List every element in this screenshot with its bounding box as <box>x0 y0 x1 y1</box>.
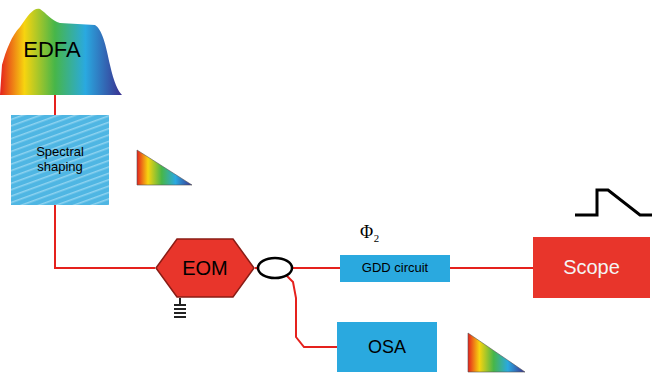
node-text: GDD circuit <box>362 261 428 276</box>
spectrum-wedge <box>137 150 192 185</box>
bias-terminal <box>174 298 186 317</box>
parameter-label: Φ₂ <box>360 222 379 243</box>
instrument-box: OSA <box>337 322 437 372</box>
fiber-link <box>55 205 155 268</box>
process-box: Spectral shaping <box>11 115 109 205</box>
node-text: EDFA <box>23 37 80 62</box>
modulator-hexagon: EOM <box>155 238 255 298</box>
process-box: GDD circuit <box>340 255 450 282</box>
amplifier-spectrum: EDFA <box>0 5 122 95</box>
fiber-coupler <box>258 258 292 278</box>
fiber-link <box>450 267 533 269</box>
instrument-box: Scope <box>533 237 650 298</box>
node-text: Spectral shaping <box>17 145 103 175</box>
node-text: EOM <box>182 257 228 280</box>
fiber-link <box>54 95 56 115</box>
spectrum-wedge <box>468 333 525 372</box>
pulse-trace <box>575 190 652 215</box>
fiber-link <box>255 268 337 347</box>
hexagon-outline <box>156 239 254 297</box>
node-text: OSA <box>368 337 406 358</box>
spectrum-outline <box>0 9 122 95</box>
node-text: Scope <box>563 256 620 279</box>
